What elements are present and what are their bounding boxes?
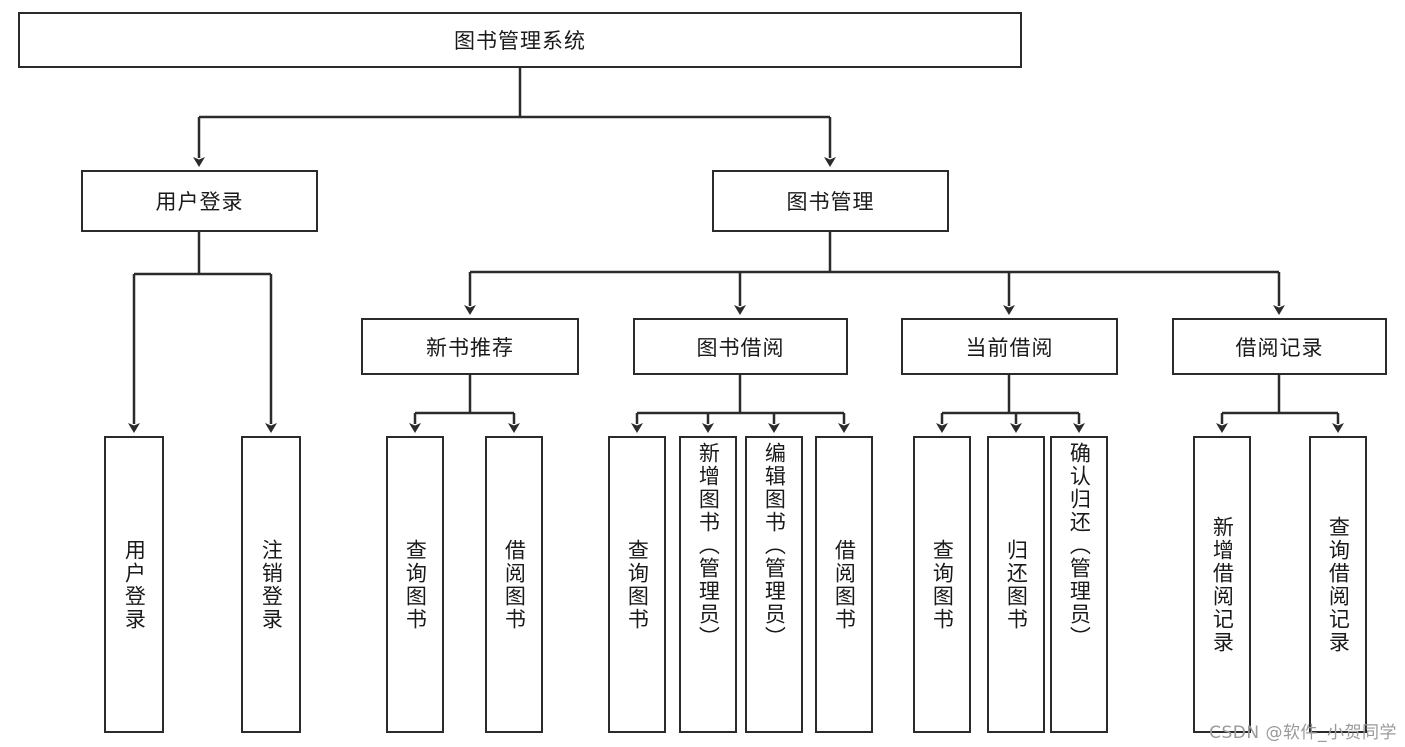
node-leaf-user-login[interactable]: 用户登录 [104, 436, 164, 733]
node-label: 查询图书 [625, 538, 650, 631]
node-leaf-borrow-book-2[interactable]: 借阅图书 [815, 436, 873, 733]
node-borrow-record[interactable]: 借阅记录 [1172, 318, 1387, 375]
node-label: 图书管理 [786, 190, 875, 214]
node-new-book-rec[interactable]: 新书推荐 [361, 318, 579, 375]
node-label: 新书推荐 [426, 335, 514, 360]
node-label: 当前借阅 [965, 335, 1054, 360]
node-leaf-confirm-return[interactable]: 确认归还（管理员） [1050, 436, 1108, 733]
node-leaf-query-book-2[interactable]: 查询图书 [608, 436, 666, 733]
watermark-text: CSDN @软件_小贺同学 [1209, 723, 1397, 743]
node-label: 编辑图书（管理员） [762, 442, 787, 649]
node-user-login[interactable]: 用户登录 [81, 170, 318, 232]
node-label: 新增借阅记录 [1210, 515, 1235, 654]
node-label: 用户登录 [122, 538, 147, 631]
node-label: 确认归还（管理员） [1067, 442, 1092, 649]
node-label: 图书借阅 [696, 335, 785, 360]
node-label: 用户登录 [155, 190, 244, 214]
node-leaf-return-book[interactable]: 归还图书 [987, 436, 1045, 733]
node-label: 查询图书 [930, 538, 955, 631]
node-leaf-logout[interactable]: 注销登录 [241, 436, 301, 733]
node-label: 图书管理系统 [454, 29, 586, 53]
node-leaf-query-book-1[interactable]: 查询图书 [386, 436, 444, 733]
node-leaf-query-book-3[interactable]: 查询图书 [913, 436, 971, 733]
node-label: 新增图书（管理员） [696, 442, 721, 649]
node-current-borrow[interactable]: 当前借阅 [901, 318, 1118, 375]
node-leaf-edit-book[interactable]: 编辑图书（管理员） [745, 436, 803, 733]
node-label: 查询图书 [403, 538, 428, 631]
node-label: 查询借阅记录 [1326, 515, 1351, 654]
node-label: 借阅图书 [832, 538, 857, 631]
node-label: 注销登录 [259, 538, 284, 631]
node-label: 借阅图书 [502, 538, 527, 631]
node-leaf-query-record[interactable]: 查询借阅记录 [1309, 436, 1367, 733]
node-root[interactable]: 图书管理系统 [18, 12, 1022, 68]
node-leaf-borrow-book-1[interactable]: 借阅图书 [485, 436, 543, 733]
node-label: 借阅记录 [1235, 335, 1324, 360]
node-book-management[interactable]: 图书管理 [712, 170, 949, 232]
node-book-borrow[interactable]: 图书借阅 [633, 318, 848, 375]
node-label: 归还图书 [1004, 538, 1029, 631]
node-leaf-add-record[interactable]: 新增借阅记录 [1193, 436, 1251, 733]
node-leaf-add-book[interactable]: 新增图书（管理员） [679, 436, 737, 733]
